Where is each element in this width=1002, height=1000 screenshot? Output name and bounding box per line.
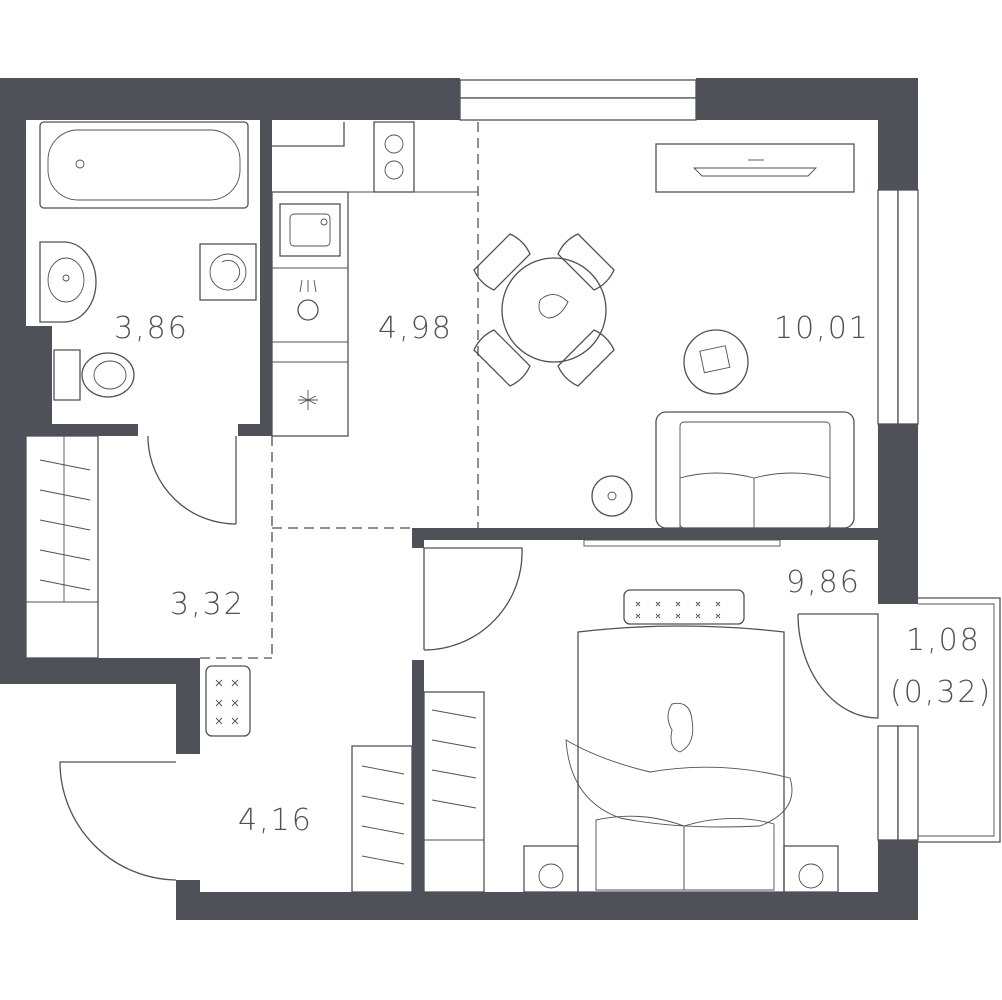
- tv-stand: [655, 143, 855, 193]
- area-bathroom: 3,86: [114, 311, 189, 346]
- wall-bottom: [176, 892, 918, 920]
- bedroom-furniture: [423, 539, 839, 893]
- door-bathroom: [147, 436, 237, 525]
- wall-bedroom-top: [420, 528, 918, 540]
- area-living-room: 10,01: [774, 311, 870, 346]
- window-top-inner: [459, 97, 697, 121]
- bench: [623, 589, 745, 625]
- door-balcony: [797, 613, 879, 719]
- wall-left-bottom: [0, 658, 200, 684]
- area-labels: 3,86 4,98 10,01 3,32 9,86 4,16 1,08 (0,3…: [114, 311, 992, 838]
- bathroom-fixtures: [39, 121, 257, 401]
- hall-wardrobe: [25, 435, 99, 659]
- window-right-inner: [897, 189, 919, 425]
- wall-bedroom-left-low: [412, 660, 424, 896]
- living-furniture: [473, 143, 855, 529]
- sofa: [655, 411, 855, 529]
- wall-bath-right: [260, 120, 272, 436]
- walls: [0, 78, 918, 920]
- robot-vacuum: [591, 475, 633, 517]
- bed: [577, 625, 785, 893]
- cat: [667, 702, 694, 753]
- wardrobe: [25, 435, 99, 659]
- kitchen-counter: [271, 191, 349, 437]
- nightstand-right: [783, 845, 839, 893]
- dining-chairs: [473, 233, 615, 387]
- area-entrance: 4,16: [238, 803, 313, 838]
- wall-bath-bottom: [26, 424, 138, 436]
- zone-dividers: [200, 122, 479, 659]
- coffee-table: [683, 329, 749, 395]
- window-balcony-inner: [897, 725, 919, 841]
- wall-right-low: [878, 840, 918, 920]
- window-balcony: [877, 725, 899, 841]
- window-top: [459, 79, 697, 99]
- washing-machine: [199, 243, 257, 301]
- wall-left-outer: [0, 78, 26, 658]
- area-kitchen: 4,98: [378, 311, 453, 346]
- area-balcony-reduced: (0,32): [890, 675, 992, 710]
- entrance-cabinet: [351, 745, 413, 893]
- wall-bedroom-left: [412, 528, 424, 548]
- tv-bedroom: [583, 539, 781, 547]
- wall-bath-bottom-right: [238, 424, 272, 436]
- door-bedroom: [423, 547, 523, 651]
- area-bedroom: 9,86: [786, 565, 861, 600]
- wall-bath-step: [26, 326, 52, 424]
- bathtub: [39, 121, 249, 209]
- washbasin: [39, 241, 97, 323]
- window-right: [877, 189, 899, 425]
- kitchen-sink: [279, 203, 341, 257]
- wall-top-left: [0, 78, 460, 120]
- bedroom-wardrobe: [423, 691, 485, 893]
- entrance-furniture: [205, 665, 413, 893]
- windows: [459, 79, 919, 841]
- kitchen-lamp: [297, 299, 319, 321]
- area-hall: 3,32: [170, 587, 245, 622]
- wall-entrance-left: [176, 658, 200, 754]
- nightstand-left: [523, 845, 579, 893]
- kitchen-fixtures: [271, 121, 478, 437]
- toilet: [53, 349, 81, 401]
- balcony: [918, 597, 1001, 843]
- doors: [59, 436, 879, 881]
- stove: [373, 121, 415, 193]
- wall-right-upper: [878, 78, 918, 190]
- wall-right-mid: [878, 424, 918, 604]
- shoe-mat: [205, 665, 251, 737]
- door-entrance: [59, 761, 177, 881]
- area-balcony: 1,08: [906, 623, 981, 658]
- dining-table: [501, 257, 607, 363]
